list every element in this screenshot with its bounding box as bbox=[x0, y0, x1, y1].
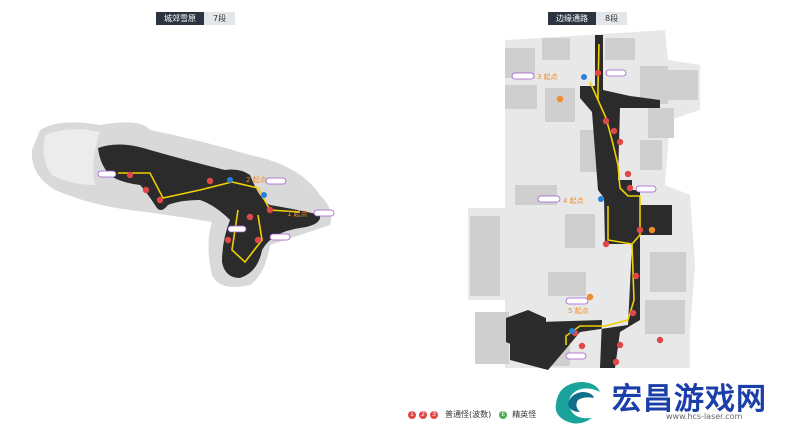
right-map-header: 边缘通路 8段 bbox=[548, 12, 628, 25]
watermark-url: www.hcs-laser.com bbox=[666, 412, 743, 421]
right-start-5: 5 起点 bbox=[568, 307, 589, 315]
watermark-brand: 宏昌游戏网 bbox=[612, 382, 767, 417]
legend-normal-label: 普通怪(波数) bbox=[445, 410, 492, 419]
right-floor-label: 8段 bbox=[596, 12, 628, 25]
left-start-2: 2 起点 bbox=[246, 176, 267, 184]
legend-elite-label: 精英怪 bbox=[512, 410, 537, 419]
legend-marker-1: 1 bbox=[408, 410, 416, 419]
legend-marker-2: 2 bbox=[419, 410, 427, 419]
left-map: 2 起点 1 起点 bbox=[31, 122, 335, 288]
watermark: 宏昌游戏网 www.hcs-laser.com bbox=[548, 372, 794, 430]
right-start-3: 3 起点 bbox=[537, 73, 558, 81]
left-area-name: 城郊雪原 bbox=[156, 12, 204, 25]
legend-elite-marker: E bbox=[499, 410, 508, 419]
left-floor-label: 7段 bbox=[204, 12, 236, 25]
right-map: 3 起点 4 起点 5 起点 bbox=[468, 30, 700, 370]
right-area-name: 边缘通路 bbox=[548, 12, 596, 25]
right-start-4: 4 起点 bbox=[563, 197, 584, 205]
left-start-1: 1 起点 bbox=[287, 210, 308, 218]
dragon-logo-icon bbox=[555, 382, 600, 424]
legend-marker-3: 3 bbox=[430, 410, 438, 419]
left-map-header: 城郊雪原 7段 bbox=[156, 12, 236, 25]
legend: 1 2 3 普通怪(波数) E 精英怪 bbox=[408, 409, 536, 420]
